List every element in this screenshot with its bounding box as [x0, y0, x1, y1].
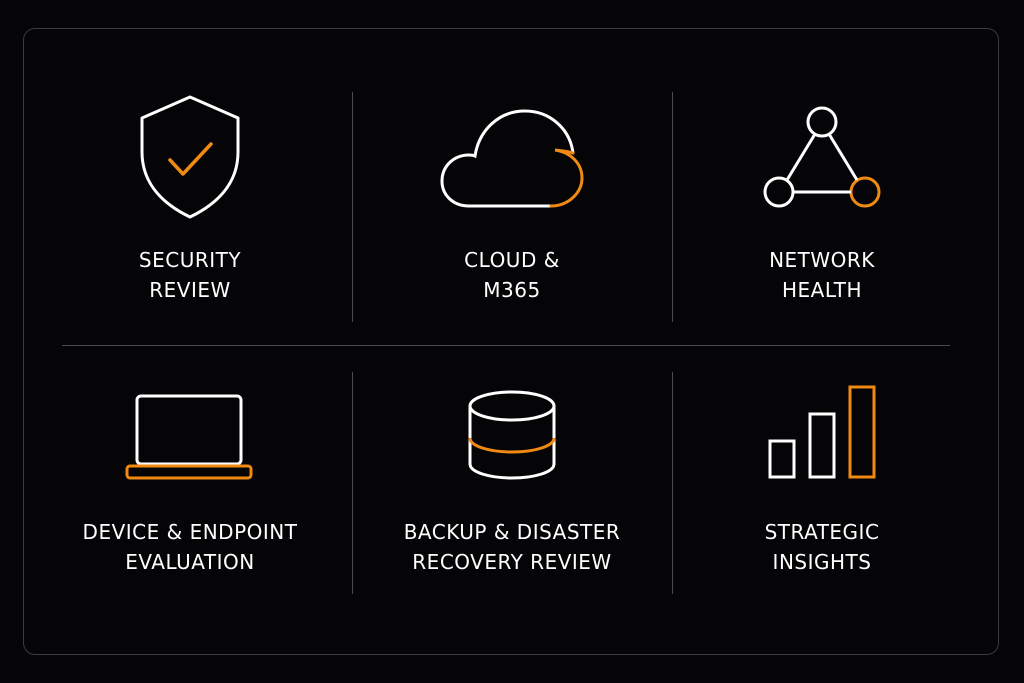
cloud-icon: [352, 105, 672, 245]
network-triangle-icon: [662, 100, 982, 240]
tile-label-line2: INSIGHTS: [772, 550, 872, 574]
tile-label: NETWORK HEALTH: [662, 245, 982, 305]
tile-label-line1: SECURITY: [138, 248, 242, 272]
divider-vertical: [672, 372, 673, 594]
tile-label-line2: M365: [483, 278, 541, 302]
tile-label-line1: STRATEGIC: [764, 520, 880, 544]
database-icon: [352, 386, 672, 526]
tile-label: SECURITY REVIEW: [30, 245, 350, 305]
tile-label-line2: EVALUATION: [125, 550, 255, 574]
divider-vertical: [352, 372, 353, 594]
bar-chart-icon: [662, 382, 982, 522]
tile-label-line1: DEVICE & ENDPOINT: [82, 520, 298, 544]
tile-label-line1: NETWORK: [769, 248, 875, 272]
tile-label-line1: CLOUD &: [464, 248, 560, 272]
tile-label-line2: REVIEW: [149, 278, 231, 302]
divider-vertical: [672, 92, 673, 322]
divider-horizontal: [62, 345, 950, 346]
shield-check-icon: [30, 90, 350, 230]
services-panel: [23, 28, 999, 655]
laptop-icon: [30, 390, 350, 530]
tile-label-line1: BACKUP & DISASTER: [403, 520, 621, 544]
tile-label: STRATEGIC INSIGHTS: [662, 517, 982, 577]
tile-label: CLOUD & M365: [352, 245, 672, 305]
tile-label-line2: HEALTH: [781, 278, 862, 302]
divider-vertical: [352, 92, 353, 322]
tile-label: DEVICE & ENDPOINT EVALUATION: [30, 517, 350, 577]
tile-label: BACKUP & DISASTER RECOVERY REVIEW: [352, 517, 672, 577]
tile-label-line2: RECOVERY REVIEW: [412, 550, 612, 574]
